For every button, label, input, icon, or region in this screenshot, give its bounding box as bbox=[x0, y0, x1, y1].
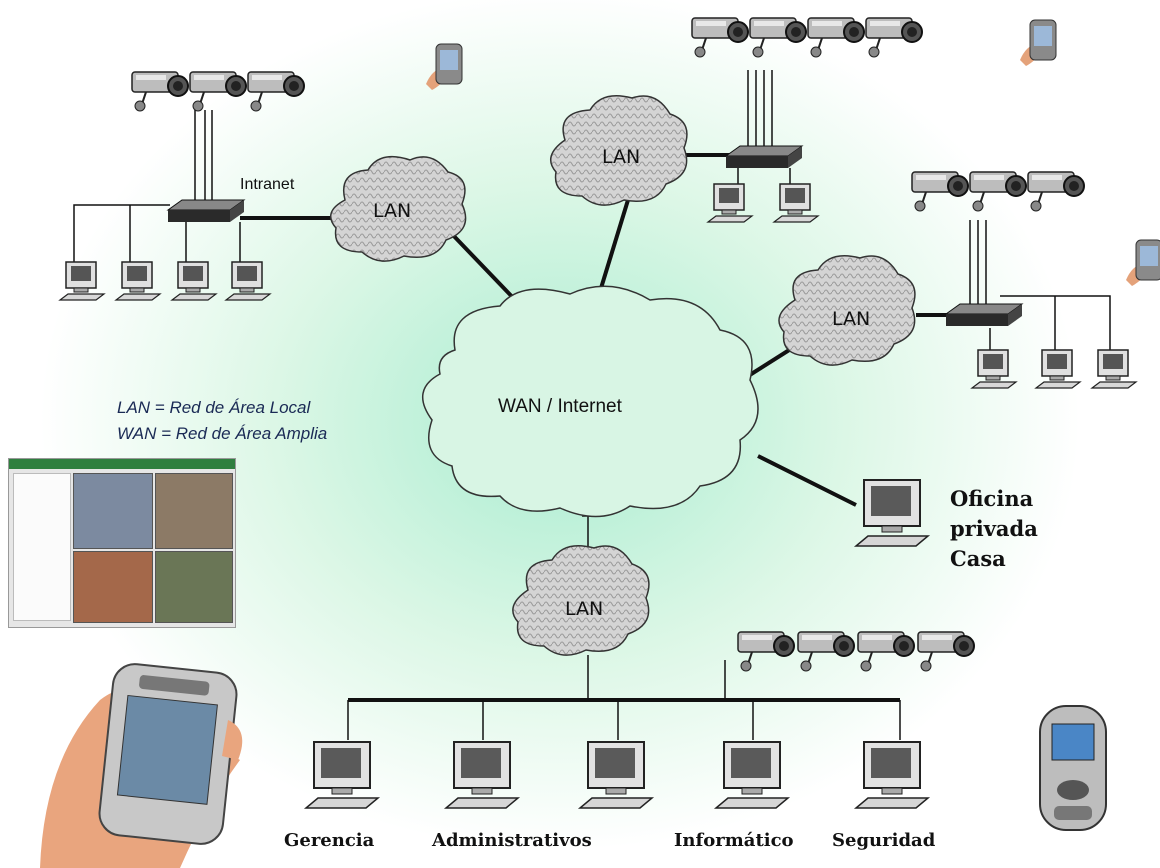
network-switch-icon bbox=[945, 303, 1023, 327]
wan-cloud bbox=[422, 285, 759, 518]
department-label-gerencia: Gerencia bbox=[284, 830, 375, 851]
lan-cloud-right-label: LAN bbox=[832, 308, 871, 330]
computer-icon bbox=[1091, 349, 1137, 389]
department-label-informatico: Informático bbox=[674, 830, 794, 851]
legend-wan: WAN = Red de Área Amplia bbox=[117, 424, 328, 443]
mobile-phone-icon bbox=[1019, 19, 1057, 67]
ip-camera-icon bbox=[1027, 171, 1085, 212]
network-switch-icon bbox=[725, 145, 803, 169]
pda-icon bbox=[40, 663, 243, 868]
computer-icon bbox=[305, 741, 379, 809]
intranet-label: Intranet bbox=[240, 176, 295, 193]
lan-cloud-left-label: LAN bbox=[373, 200, 412, 222]
network-switch-icon bbox=[167, 199, 245, 223]
monitoring-software-screenshot bbox=[8, 458, 236, 628]
network-links bbox=[240, 153, 948, 702]
camera-view bbox=[155, 473, 233, 549]
mobile-phone-icon bbox=[1039, 705, 1107, 831]
remote-office-label: Oficina privada Casa bbox=[950, 484, 1038, 574]
window-titlebar bbox=[9, 459, 235, 469]
department-label-administrativos: Administrativos bbox=[432, 830, 592, 851]
computer-icon bbox=[579, 741, 653, 809]
department-label-seguridad: Seguridad bbox=[832, 830, 936, 851]
legend-lan: LAN = Red de Área Local bbox=[117, 398, 311, 417]
ip-camera-icon bbox=[807, 17, 865, 58]
mobile-phone-icon bbox=[1125, 239, 1160, 287]
lan-cloud-right bbox=[778, 255, 916, 366]
camera-view bbox=[73, 551, 153, 623]
lan-cloud-top-label: LAN bbox=[602, 146, 641, 168]
wan-cloud-label: WAN / Internet bbox=[498, 396, 622, 417]
lan-cloud-bottom-label: LAN bbox=[565, 598, 604, 620]
ip-camera-icon bbox=[131, 71, 189, 112]
thin-links bbox=[73, 70, 1111, 740]
ip-camera-icon bbox=[865, 17, 923, 58]
lan-cloud-top bbox=[549, 95, 688, 206]
camera-view bbox=[73, 473, 153, 549]
camera-tree-panel bbox=[13, 473, 71, 621]
lan-cloud-bottom bbox=[512, 545, 650, 656]
camera-view bbox=[155, 551, 233, 623]
remote-office-line: privada bbox=[950, 516, 1038, 541]
computer-icon bbox=[445, 741, 519, 809]
remote-office-line: Oficina bbox=[950, 486, 1034, 511]
computer-icon bbox=[855, 479, 929, 547]
remote-office-line: Casa bbox=[950, 546, 1006, 571]
lan-cloud-left bbox=[329, 155, 467, 262]
computer-icon bbox=[715, 741, 789, 809]
computers-right bbox=[971, 349, 1137, 389]
computer-icon bbox=[855, 741, 929, 809]
